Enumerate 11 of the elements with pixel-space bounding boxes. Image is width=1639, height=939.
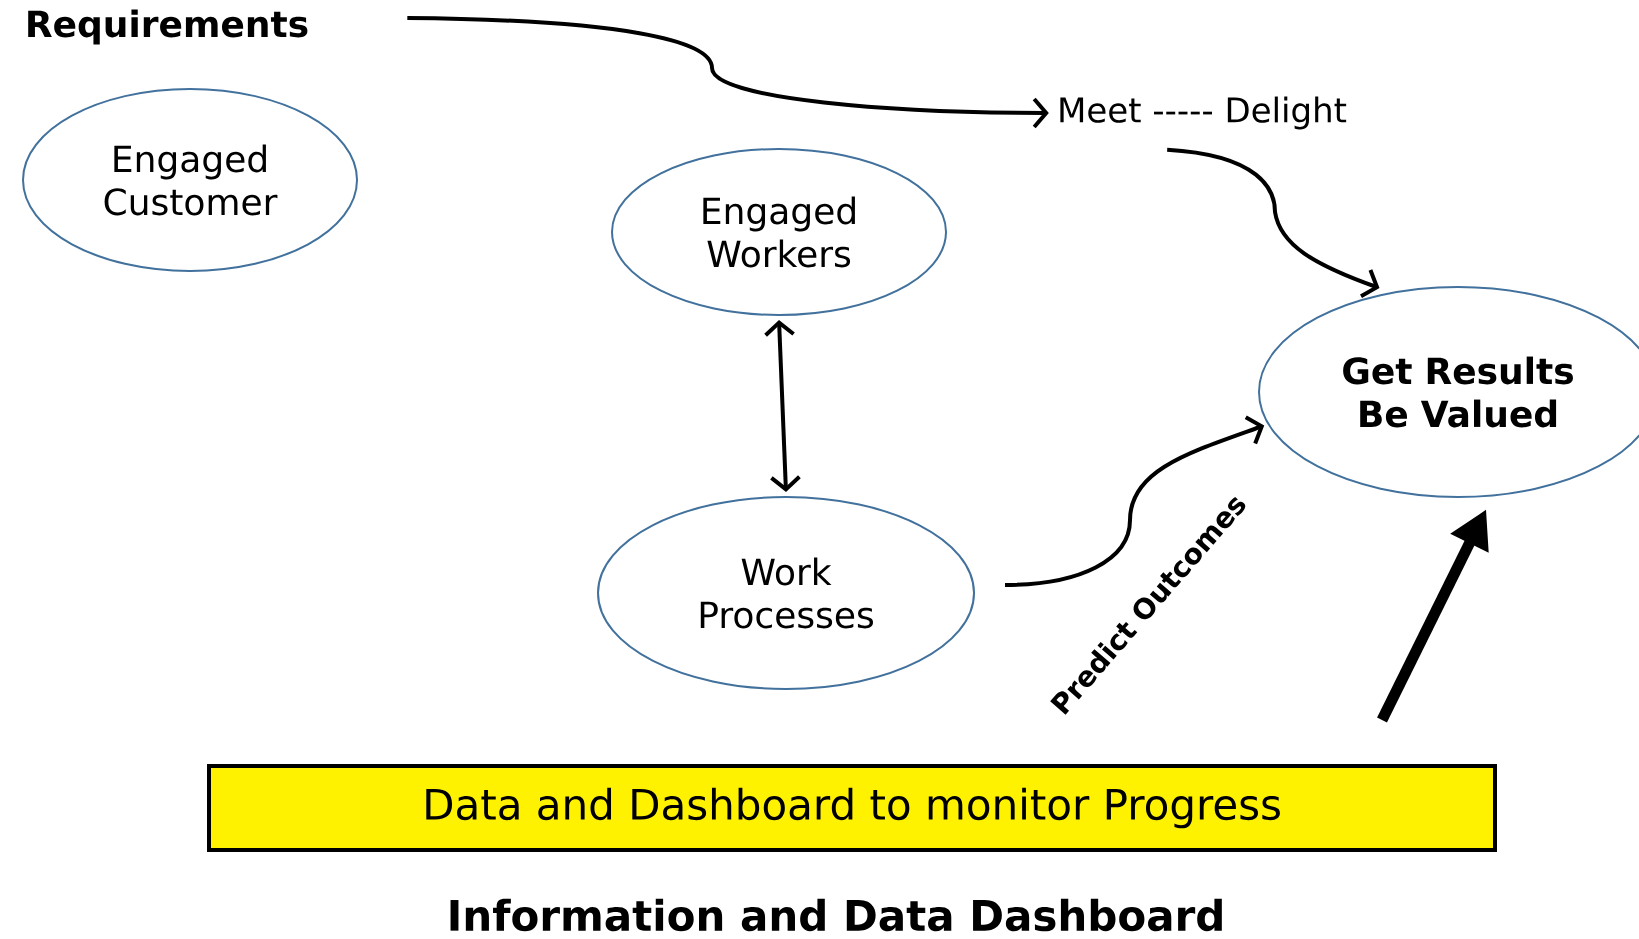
arrow xyxy=(407,16,1049,129)
arrow xyxy=(764,320,801,492)
ellipse-node: Work Processes xyxy=(597,496,975,690)
scale-text: Meet ----- Delight xyxy=(1060,96,1347,130)
arrow xyxy=(1167,147,1380,299)
ellipse-node: Engaged Workers xyxy=(611,148,947,316)
caption: Information and Data Dashboard xyxy=(450,898,1222,932)
arrow xyxy=(1004,415,1265,587)
ellipse-node: Engaged Customer xyxy=(22,88,358,272)
banner-box: Data and Dashboard to monitor Progress xyxy=(207,764,1497,852)
requirements-heading: Requirements xyxy=(28,9,308,45)
